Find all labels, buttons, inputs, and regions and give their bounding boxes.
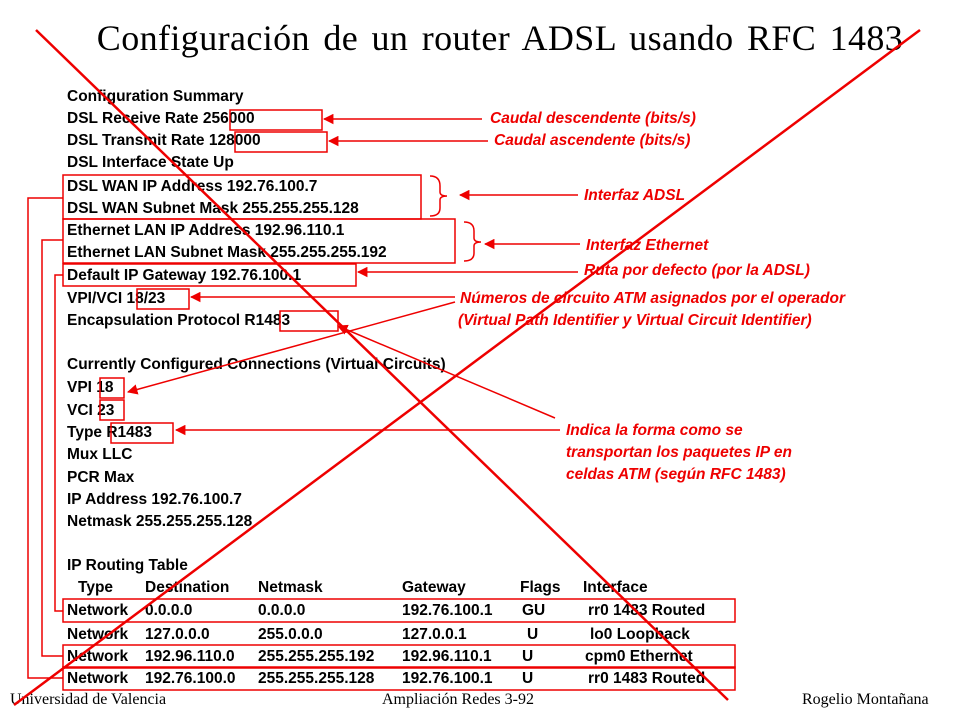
arrow-encap xyxy=(337,324,556,419)
pcr-row: PCR Max xyxy=(67,469,135,486)
dsl-wan-mask: DSL WAN Subnet Mask 255.255.255.128 xyxy=(67,200,359,217)
route-row2-box xyxy=(62,644,736,669)
page-title: Configuración de un router ADSL usando R… xyxy=(96,18,904,58)
row3-netmask: 255.255.255.128 xyxy=(258,670,375,687)
row3-destination: 192.76.100.0 xyxy=(145,670,236,687)
ethernet-lan-mask: Ethernet LAN Subnet Mask 255.255.255.192 xyxy=(67,244,387,261)
type-label: Type xyxy=(67,424,103,441)
ethernet-brace xyxy=(463,221,482,262)
default-gateway: Default IP Gateway 192.76.100.1 xyxy=(67,267,302,284)
annotation-encap-line2: transportan los paquetes IP en xyxy=(566,444,792,461)
row3-interface: rr0 1483 Routed xyxy=(588,670,706,687)
lan-box xyxy=(62,218,456,264)
vci-value: 23 xyxy=(97,402,115,419)
annotation-upstream: Caudal ascendente (bits/s) xyxy=(494,132,691,149)
row1-netmask: 255.0.0.0 xyxy=(258,626,323,643)
row0-interface: rr0 1483 Routed xyxy=(588,602,706,619)
dsl-receive-rate-label: DSL Receive Rate xyxy=(67,110,199,127)
vpi-vci: VPI/VCI 18/23 xyxy=(67,288,165,310)
receive-rate-box xyxy=(229,109,323,131)
type-row: Type R1483 xyxy=(67,422,152,444)
annotation-encap-line1: Indica la forma como se xyxy=(566,422,743,439)
ethernet-lan-ip: Ethernet LAN IP Address 192.96.110.1 xyxy=(67,222,345,239)
adsl-brace xyxy=(429,175,448,217)
gateway-to-route-connector xyxy=(54,274,63,612)
row0-flags: GU xyxy=(522,602,546,619)
vpi-vci-value: 18/23 xyxy=(126,290,166,307)
vci-row: VCI 23 xyxy=(67,400,114,422)
vpi-vci-label: VPI/VCI xyxy=(67,290,123,307)
row2-type: Network xyxy=(67,648,129,665)
wan-to-route-connector xyxy=(27,197,63,679)
dsl-receive-rate: DSL Receive Rate 256000 xyxy=(67,108,255,130)
encapsulation-protocol: Encapsulation Protocol R1483 xyxy=(67,310,290,332)
route-row3-box xyxy=(62,666,736,691)
dsl-interface-state: DSL Interface State Up xyxy=(67,154,234,171)
row0-gateway: 192.76.100.1 xyxy=(402,602,493,619)
row2-destination: 192.96.110.0 xyxy=(145,648,235,665)
row2-netmask: 255.255.255.192 xyxy=(258,648,375,665)
cross-line-2 xyxy=(13,28,921,707)
footer-course: Ampliación Redes 3-92 xyxy=(382,691,534,708)
column-header-interface: Interface xyxy=(583,579,648,596)
row2-interface: cpm0 Ethernet xyxy=(585,648,693,665)
gateway-box xyxy=(62,263,357,287)
annotation-atm-circuits-line1: Números de circuito ATM asignados por el… xyxy=(460,290,845,307)
column-header-netmask: Netmask xyxy=(258,579,323,596)
column-header-flags: Flags xyxy=(520,579,561,596)
row3-gateway: 192.76.100.1 xyxy=(402,670,493,687)
row1-destination: 127.0.0.0 xyxy=(145,626,210,643)
wan-box xyxy=(62,174,422,220)
cross-line-1 xyxy=(35,29,729,701)
row3-flags: U xyxy=(522,670,534,687)
vpi-label: VPI xyxy=(67,379,92,396)
config-summary-header: Configuration Summary xyxy=(67,88,244,105)
row0-destination: 0.0.0.0 xyxy=(145,602,193,619)
arrow-vpi xyxy=(126,301,456,395)
column-header-type: Type xyxy=(78,579,114,596)
vpivci-box xyxy=(136,288,190,310)
encapsulation-protocol-value: R1483 xyxy=(244,312,291,329)
vci-label: VCI xyxy=(67,402,93,419)
footer-university: Universidad de Valencia xyxy=(10,691,167,708)
annotation-encap-line3: celdas ATM (según RFC 1483) xyxy=(566,466,786,483)
routing-table-header: IP Routing Table xyxy=(67,557,188,574)
mux-row: Mux LLC xyxy=(67,446,133,463)
vci-box xyxy=(99,399,125,421)
column-header-gateway: Gateway xyxy=(402,579,466,596)
netmask-row: Netmask 255.255.255.128 xyxy=(67,513,253,530)
dsl-transmit-rate-label: DSL Transmit Rate xyxy=(67,132,205,149)
row0-netmask: 0.0.0.0 xyxy=(258,602,306,619)
row0-type: Network xyxy=(67,602,129,619)
type-box xyxy=(110,422,174,444)
ip-address-row: IP Address 192.76.100.7 xyxy=(67,491,242,508)
annotation-ethernet-interface: Interfaz Ethernet xyxy=(586,237,709,254)
dsl-wan-ip: DSL WAN IP Address 192.76.100.7 xyxy=(67,178,318,195)
lan-to-route-connector xyxy=(41,239,63,657)
transmit-rate-box xyxy=(234,131,328,153)
row1-gateway: 127.0.0.1 xyxy=(402,626,467,643)
type-value: R1483 xyxy=(106,424,153,441)
dsl-receive-rate-value: 256000 xyxy=(202,110,255,127)
row2-gateway: 192.96.110.1 xyxy=(402,648,492,665)
annotation-default-route: Ruta por defecto (por la ADSL) xyxy=(584,262,810,279)
annotation-adsl-interface: Interfaz ADSL xyxy=(584,187,686,204)
connections-header: Currently Configured Connections (Virtua… xyxy=(67,356,446,373)
footer-author: Rogelio Montañana xyxy=(802,691,929,708)
row2-flags: U xyxy=(522,648,534,665)
row3-type: Network xyxy=(67,670,129,687)
annotation-downstream: Caudal descendente (bits/s) xyxy=(490,110,696,127)
row1-flags: U xyxy=(527,626,539,643)
encapsulation-protocol-label: Encapsulation Protocol xyxy=(67,312,241,329)
vpi-box xyxy=(99,377,125,399)
annotation-atm-circuits-line2: (Virtual Path Identifier y Virtual Circu… xyxy=(458,312,812,329)
